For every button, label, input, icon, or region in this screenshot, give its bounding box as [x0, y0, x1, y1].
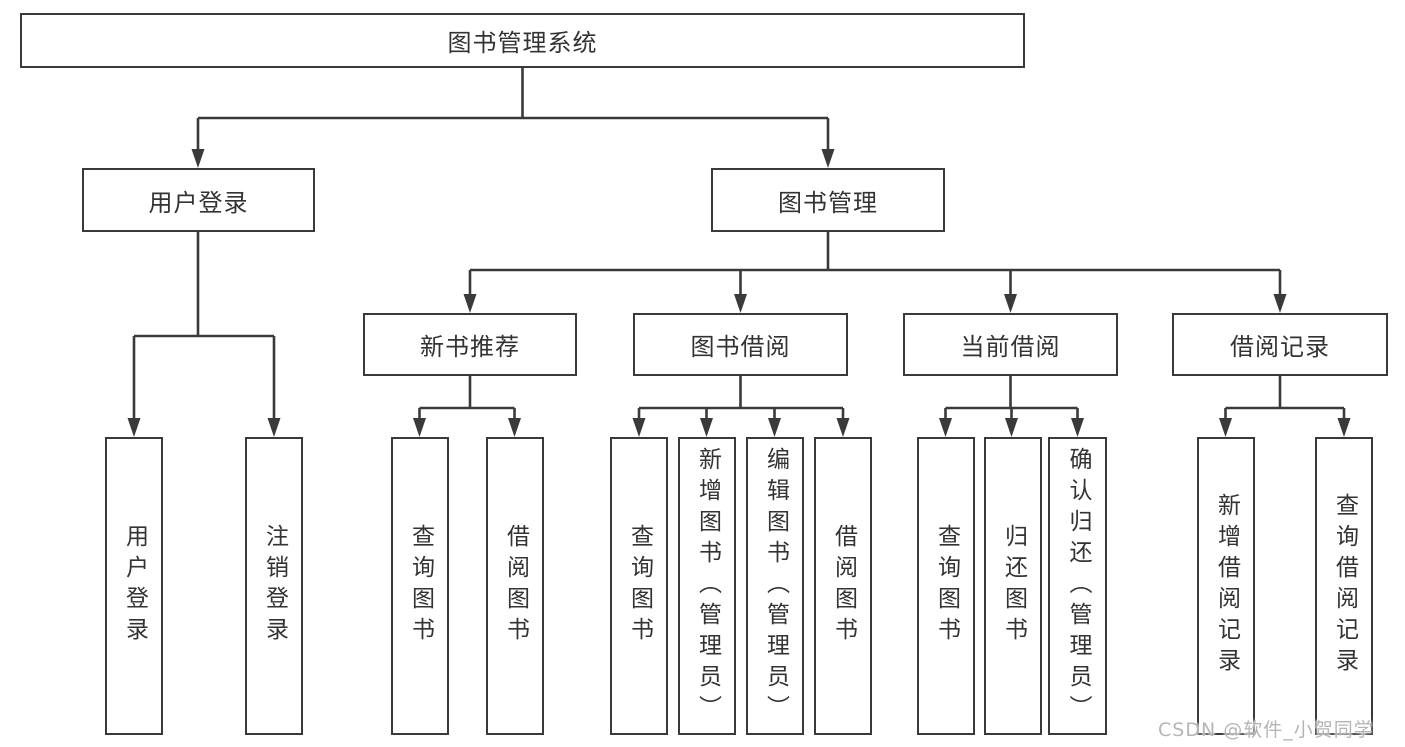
- node-label: 当前借阅: [960, 333, 1061, 361]
- arrowhead-icon: [463, 294, 477, 313]
- connector-book-borrowing-children: [637, 376, 845, 421]
- node-label: 注销登录: [261, 524, 288, 648]
- arrowhead-icon: [413, 418, 426, 437]
- connector-new-book-recommend-children: [418, 376, 516, 421]
- arrowhead-icon: [734, 294, 747, 313]
- node-label: 查询图书: [933, 524, 960, 648]
- node-label: 图书借阅: [690, 333, 791, 361]
- arrowhead-icon: [1004, 294, 1017, 313]
- arrowhead-icon: [508, 418, 521, 437]
- leaf-user-login: 用户登录: [105, 437, 163, 735]
- leaf-current-return-books: 归还图书: [984, 437, 1042, 735]
- node-new-book-recommend: 新书推荐: [363, 313, 577, 376]
- arrowhead-icon: [836, 418, 850, 437]
- connector-root-to-level2: [196, 68, 830, 152]
- node-label: 图书管理: [778, 188, 878, 217]
- node-label: 用户登录: [121, 524, 148, 648]
- leaf-borrowing-query-books: 查询图书: [610, 437, 668, 735]
- node-label: 查询图书: [626, 524, 653, 648]
- arrowhead-icon: [1005, 418, 1018, 437]
- node-label: 新增图书（管理员）: [694, 446, 721, 726]
- leaf-records-query-borrow-record: 查询借阅记录: [1315, 437, 1373, 735]
- node-book-borrowing: 图书借阅: [633, 313, 848, 376]
- node-label: 编辑图书（管理员）: [762, 446, 789, 726]
- arrowhead-icon: [632, 418, 646, 437]
- arrowhead-icon: [1273, 294, 1287, 313]
- arrowhead-icon: [191, 149, 205, 168]
- leaf-borrowing-edit-books-admin: 编辑图书（管理员）: [746, 437, 804, 735]
- node-label: 新增借阅记录: [1213, 493, 1240, 679]
- connector-user-login-children: [132, 232, 276, 421]
- node-label: 借阅记录: [1230, 333, 1330, 361]
- node-label: 确认归还（管理员）: [1065, 446, 1091, 726]
- node-book-management: 图书管理: [711, 168, 945, 232]
- node-user-login: 用户登录: [82, 168, 315, 232]
- arrowhead-icon: [267, 418, 281, 437]
- arrowhead-icon: [1337, 418, 1351, 437]
- leaf-borrowing-add-books-admin: 新增图书（管理员）: [678, 437, 736, 735]
- node-label: 查询借阅记录: [1331, 493, 1358, 679]
- arrowhead-icon: [939, 418, 952, 437]
- connector-borrowing-records-children: [1224, 376, 1346, 421]
- node-label: 借阅图书: [830, 524, 857, 648]
- node-current-borrowing: 当前借阅: [903, 313, 1118, 376]
- leaf-current-query-books: 查询图书: [917, 437, 975, 735]
- arrowheads: [127, 149, 1351, 437]
- node-library-management-system: 图书管理系统: [20, 13, 1025, 68]
- arrowhead-icon: [1219, 418, 1232, 437]
- node-label: 查询图书: [407, 524, 434, 648]
- leaf-logout-login: 注销登录: [245, 437, 303, 735]
- arrowhead-icon: [700, 418, 713, 437]
- node-label: 图书管理系统: [447, 29, 598, 57]
- leaf-newbook-borrow-books: 借阅图书: [486, 437, 544, 735]
- connector-book-management-children: [468, 232, 1282, 297]
- node-label: 用户登录: [148, 188, 249, 217]
- connector-current-borrowing-children: [944, 376, 1079, 421]
- arrowhead-icon: [127, 418, 141, 437]
- leaf-newbook-query-books: 查询图书: [391, 437, 449, 735]
- arrowhead-icon: [821, 149, 835, 168]
- node-label: 借阅图书: [502, 524, 529, 648]
- arrowhead-icon: [768, 418, 781, 437]
- leaf-borrowing-borrow-books: 借阅图书: [814, 437, 872, 735]
- node-label: 归还图书: [1000, 524, 1027, 648]
- node-borrowing-records: 借阅记录: [1172, 313, 1388, 376]
- csdn-watermark: CSDN @软件_小贺同学: [1158, 719, 1374, 741]
- arrowhead-icon: [1071, 418, 1084, 437]
- leaf-current-confirm-return-admin: 确认归还（管理员）: [1048, 437, 1107, 735]
- leaf-records-add-borrow-record: 新增借阅记录: [1197, 437, 1255, 735]
- node-label: 新书推荐: [420, 333, 520, 361]
